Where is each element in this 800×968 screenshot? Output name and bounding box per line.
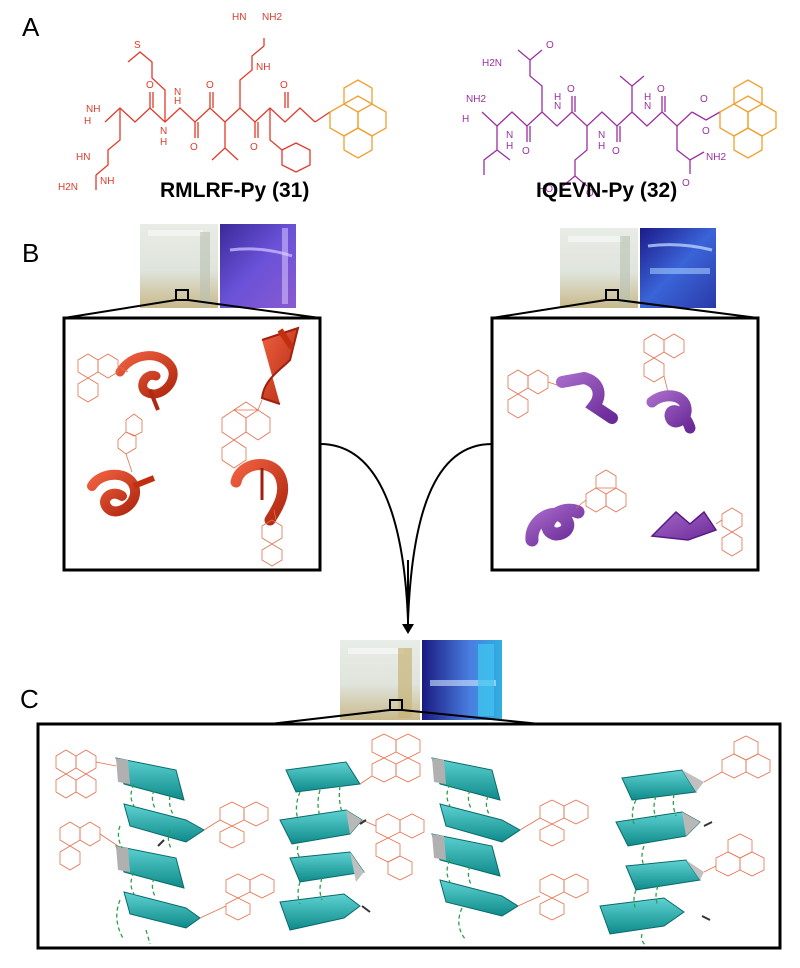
atom-label: H (84, 116, 91, 127)
pyrene-icon (703, 735, 771, 783)
vial-photo-left-daylight (140, 224, 218, 308)
panel-label-b: B (22, 238, 39, 268)
pyrene-icon (703, 833, 765, 877)
atom-label: NH2 (706, 152, 726, 163)
pyrene-icon (517, 873, 589, 921)
zoom-marker-center (389, 699, 403, 711)
atom-label: H2N (482, 58, 502, 69)
beta-sheet-assembly (55, 733, 771, 947)
alpha-helix-ribbon-icon (260, 326, 300, 405)
alpha-helix-ribbon-icon (115, 351, 178, 411)
pyrene-icon (519, 799, 589, 847)
atom-label: N (160, 126, 167, 137)
pyrene-icon (203, 801, 269, 849)
arrow-down-icon (402, 624, 414, 634)
vial-photo-mixed-daylight (340, 640, 420, 720)
structure-rmlrf-py: NH H O S N H O O H N HN NH2 NH O O HN H2… (58, 12, 387, 193)
atom-label: NH (86, 104, 100, 115)
pyrene-icon (575, 469, 627, 513)
pyrene-icon (77, 353, 129, 403)
atom-label: N (554, 101, 561, 112)
atom-label: O (702, 126, 710, 137)
compound-label-iqevn: IQEVN-Py (32) (536, 179, 677, 202)
alpha-helix-ribbon-icon (556, 371, 618, 424)
atom-label: H (506, 141, 513, 152)
atom-label: HO (538, 184, 553, 195)
atom-label: HN (76, 152, 90, 163)
pyrene-icon (715, 507, 743, 557)
atom-label: N (506, 130, 513, 141)
atom-label: N (174, 87, 181, 98)
atom-label: O (190, 142, 198, 153)
atom-label: O (250, 142, 258, 153)
atom-label: O (700, 94, 708, 105)
pyrene-icon (55, 749, 117, 799)
atom-label: O (612, 146, 620, 157)
atom-label: O (522, 146, 530, 157)
atom-label: O (206, 80, 214, 91)
vial-photo-left-uv (220, 224, 296, 308)
vial-photo-right-uv (640, 228, 716, 308)
zoom-marker-left (175, 289, 189, 301)
atom-label: NH (100, 176, 114, 187)
alpha-helix-ribbon-icon (230, 459, 289, 526)
pyrene-icon (199, 873, 275, 921)
beta-sheet-ribbon-icon (599, 769, 704, 935)
alpha-helix-ribbon-icon (87, 469, 156, 517)
atom-label: HN (232, 12, 246, 23)
structure-iqevn-py: NH2 H H2N O N H O H N O HO O N H O H N O… (462, 40, 777, 199)
pyrene-icon (643, 333, 685, 393)
helix-group-right (507, 333, 743, 557)
pyrene-icon (59, 821, 119, 871)
atom-label: O (546, 40, 554, 51)
panel-label-a: A (22, 12, 40, 42)
zoom-marker-right (605, 289, 619, 301)
atom-label: NH (256, 62, 270, 73)
alpha-helix-ribbon-icon (525, 503, 585, 547)
atom-label: O (567, 84, 575, 95)
vial-photo-right-daylight (560, 228, 638, 308)
atom-label: S (134, 40, 141, 51)
pyrene-icon (117, 413, 143, 473)
panel-label-c: C (20, 684, 39, 714)
beta-sheet-ribbon-icon (431, 757, 521, 917)
pyrene-icon (221, 399, 271, 469)
pyrene-icon (359, 733, 421, 785)
atom-label: O (146, 80, 154, 91)
beta-sheet-ribbon-icon (115, 757, 205, 929)
merge-curve-right (407, 443, 493, 621)
pyrene-icon (261, 509, 283, 567)
atom-label: O (586, 188, 594, 199)
atom-label: NH2 (262, 12, 282, 23)
atom-label: H (160, 137, 167, 148)
atom-label: N (644, 101, 651, 112)
vial-photo-mixed-uv (422, 640, 502, 720)
atom-label: H (174, 96, 181, 107)
atom-label: H (644, 92, 651, 103)
atom-label: NH2 (466, 94, 486, 105)
atom-label: O (657, 84, 665, 95)
helix-group-left (77, 326, 300, 567)
merge-curve-left (319, 443, 409, 621)
alpha-helix-ribbon-icon (650, 510, 718, 541)
atom-label: O (682, 178, 690, 189)
atom-label: H (554, 92, 561, 103)
atom-label: O (280, 80, 288, 91)
compound-label-rmlrf: RMLRF-Py (31) (160, 179, 309, 202)
atom-label: H (462, 114, 469, 125)
atom-label: N (598, 130, 605, 141)
atom-label: H2N (58, 182, 78, 193)
alpha-helix-ribbon-icon (646, 390, 696, 434)
atom-label: H (598, 141, 605, 152)
